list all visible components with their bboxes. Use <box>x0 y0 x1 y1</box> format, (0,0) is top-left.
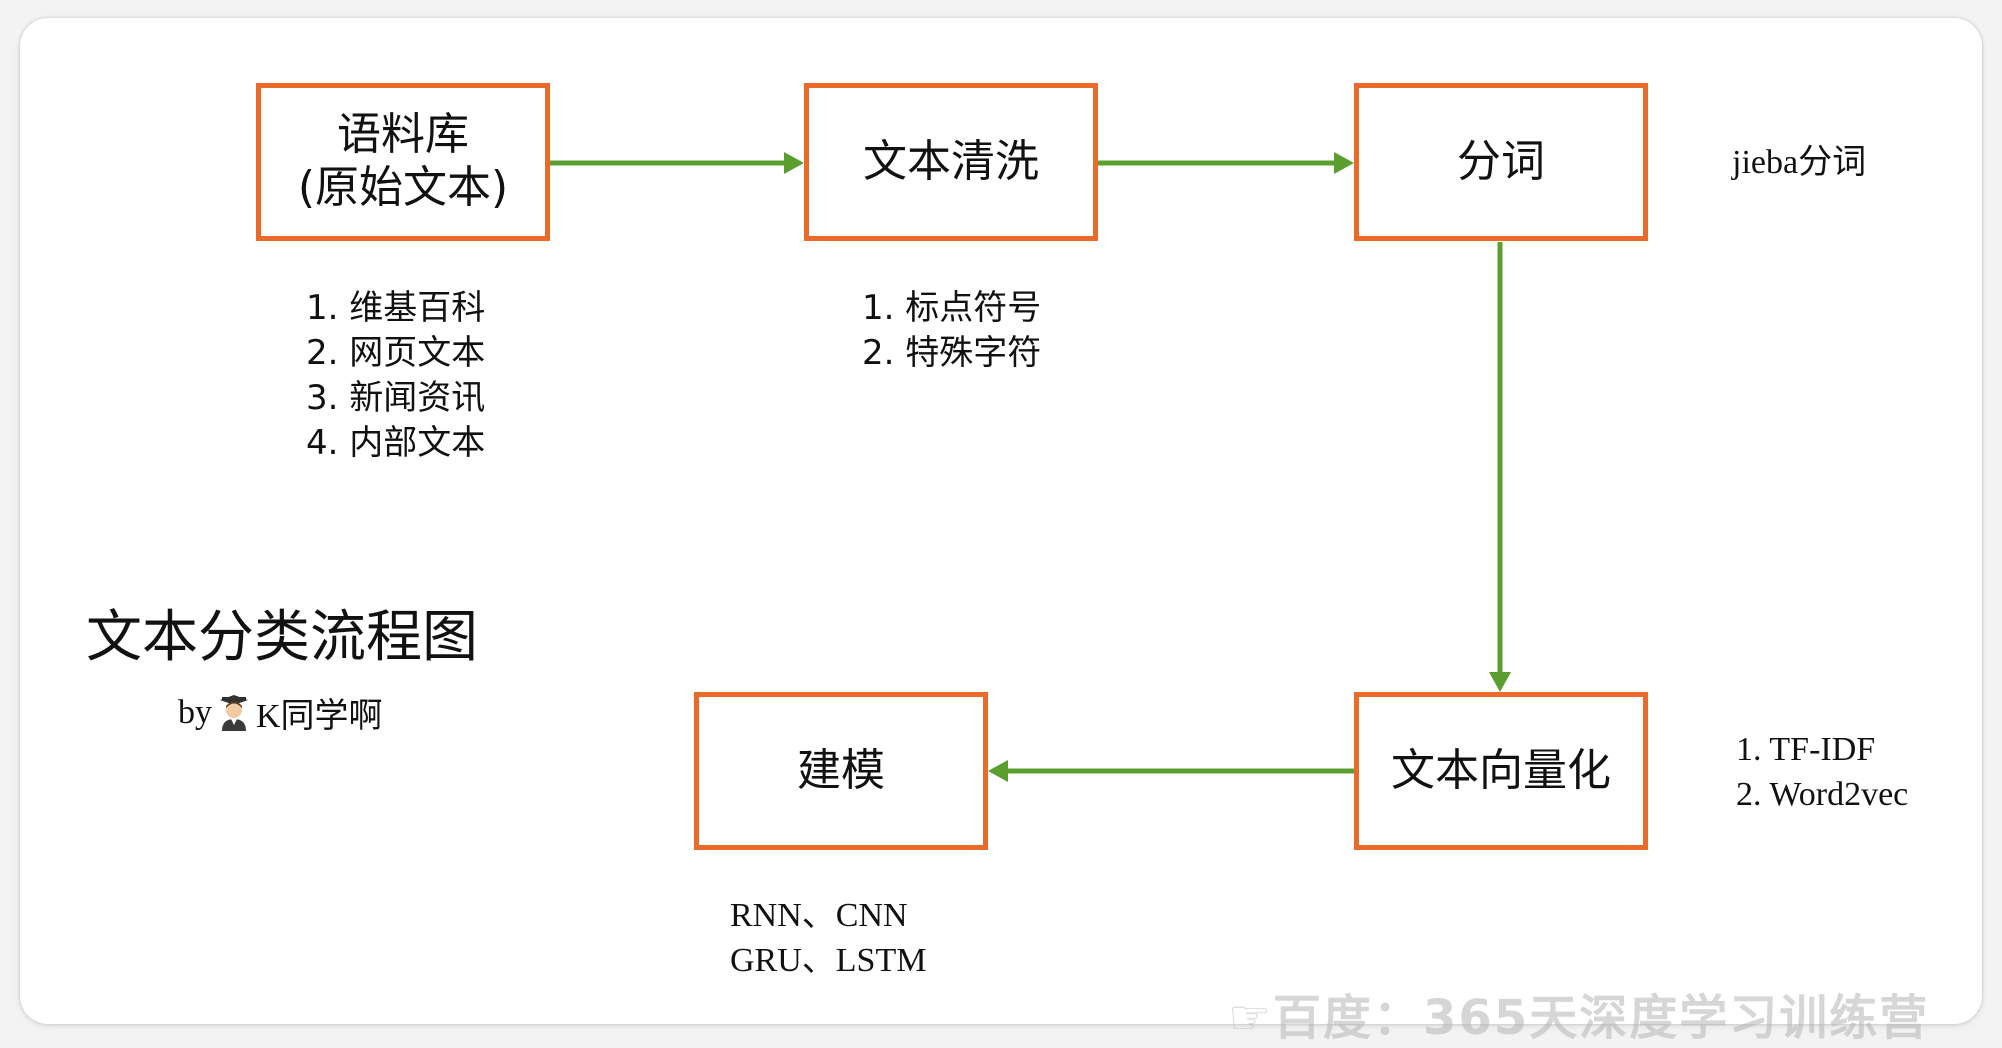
cleaning-box-label: 文本清洗 <box>863 135 1039 187</box>
byline: by K同学啊 <box>178 688 383 737</box>
modeling-box: 建模 <box>694 692 988 850</box>
corpus-note-item: 2. 网页文本 <box>306 333 486 373</box>
modeling-box-label: 建模 <box>797 744 885 796</box>
vectorization-note-item: 1. TF-IDF <box>1736 731 1876 768</box>
cleaning-notes: 1. 标点符号 2. 特殊字符 <box>862 286 1041 376</box>
watermark: ☞百度：365天深度学习训练营 <box>1228 990 1930 1046</box>
student-avatar-icon <box>220 694 248 731</box>
segmentation-box-label: 分词 <box>1457 135 1545 187</box>
corpus-note-item: 3. 新闻资讯 <box>306 378 486 418</box>
corpus-note-item: 4. 内部文本 <box>306 423 486 463</box>
diagram-title: 文本分类流程图 <box>86 605 478 670</box>
corpus-notes: 1. 维基百科 2. 网页文本 3. 新闻资讯 4. 内部文本 <box>306 286 485 466</box>
corpus-box: 语料库 (原始文本) <box>256 83 550 241</box>
cleaning-note-item: 2. 特殊字符 <box>862 333 1042 373</box>
cleaning-box: 文本清洗 <box>804 83 1098 241</box>
modeling-notes: RNN、CNN GRU、LSTM <box>730 893 926 983</box>
modeling-note-item: GRU、LSTM <box>730 942 927 979</box>
corpus-box-subtitle: (原始文本) <box>297 162 509 213</box>
vectorization-box-label: 文本向量化 <box>1391 744 1611 796</box>
segmentation-note-item: jieba分词 <box>1732 144 1867 181</box>
vectorization-box: 文本向量化 <box>1354 692 1648 850</box>
corpus-box-title: 语料库 <box>337 109 469 161</box>
segmentation-box: 分词 <box>1354 83 1648 241</box>
vectorization-note-item: 2. Word2vec <box>1736 776 1909 813</box>
vectorization-notes: 1. TF-IDF 2. Word2vec <box>1736 727 1908 817</box>
corpus-note-item: 1. 维基百科 <box>306 288 486 328</box>
byline-prefix: by <box>178 693 212 731</box>
modeling-note-item: RNN、CNN <box>730 897 908 934</box>
cleaning-note-item: 1. 标点符号 <box>862 288 1042 328</box>
byline-author: K同学啊 <box>256 698 383 735</box>
segmentation-notes: jieba分词 <box>1732 140 1866 185</box>
